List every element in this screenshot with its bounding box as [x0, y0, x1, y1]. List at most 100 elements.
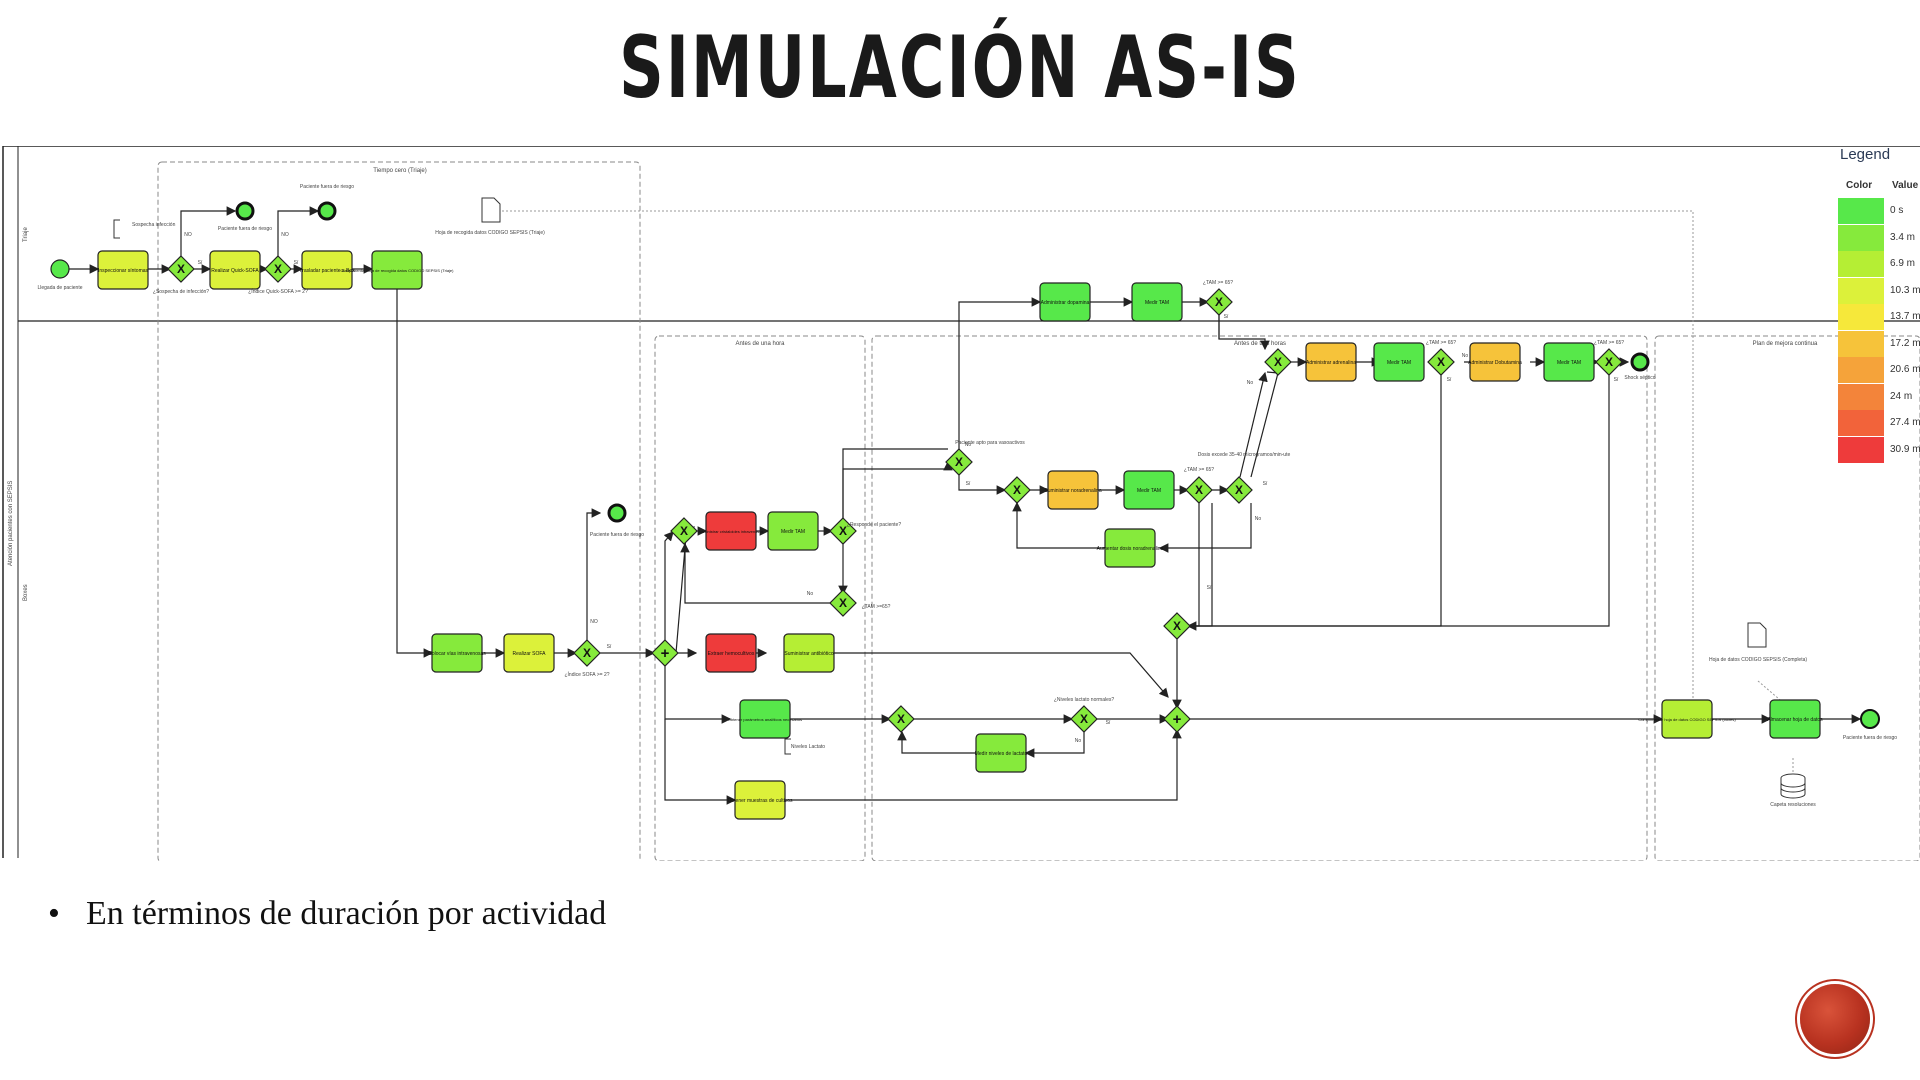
- svg-text:X: X: [1013, 483, 1021, 497]
- gateway-parallel-join: +: [1163, 705, 1191, 733]
- svg-text:Hoja de datos CODIGO SEPSIS (C: Hoja de datos CODIGO SEPSIS (Completa): [1709, 657, 1807, 663]
- events: [50, 201, 1880, 729]
- gateway-responde: X: [829, 517, 857, 545]
- legend-row: 17.2 m: [1838, 330, 1920, 357]
- svg-text:Shock séptico: Shock séptico: [1624, 375, 1655, 381]
- legend-swatch: [1838, 224, 1884, 251]
- task-label: Medir TAM: [1387, 360, 1411, 366]
- svg-text:X: X: [1605, 355, 1613, 369]
- task-label: Suministrar noradrenalina: [1044, 488, 1101, 494]
- legend-row: 0 s: [1838, 198, 1920, 224]
- task-medir-tam-3: [1123, 470, 1175, 510]
- svg-text:Paciente fuera de riesgo: Paciente fuera de riesgo: [300, 184, 354, 190]
- legend-title: Legend: [1840, 146, 1891, 163]
- task-antibiotico: [783, 633, 835, 673]
- task-almacenar: [1769, 699, 1821, 739]
- end-event-final: [1860, 709, 1880, 729]
- svg-text:Sí: Sí: [294, 260, 299, 266]
- legend-swatch: [1838, 357, 1884, 383]
- lane-boxes-label: Boxes: [23, 584, 29, 601]
- legend-row: 20.6 m: [1838, 357, 1920, 383]
- legend-row: 10.3 m: [1838, 277, 1920, 304]
- bullet-dot-icon: •: [48, 895, 60, 932]
- task-medir-tam-2: [1131, 282, 1183, 322]
- pool: Atención pacientes con SEPSIS Triaje Box…: [2, 146, 1920, 858]
- task-inspeccionar: [97, 250, 149, 290]
- legend-swatch: [1838, 198, 1884, 224]
- task-label: Obtener muestras de cultivos: [727, 798, 793, 804]
- svg-text:X: X: [583, 646, 591, 660]
- task-labels: Inspeccionar síntomas Realizar Quick-SOF…: [98, 268, 1823, 804]
- svg-text:No: No: [1255, 516, 1262, 522]
- database-icon: [1780, 773, 1806, 799]
- svg-text:NO: NO: [590, 619, 598, 625]
- legend-value: 17.2 m: [1890, 337, 1920, 349]
- svg-text:Sí: Sí: [1263, 481, 1268, 487]
- svg-text:X: X: [1235, 483, 1243, 497]
- task-trasladar: [301, 250, 353, 290]
- svg-text:Sí: Sí: [1614, 377, 1619, 383]
- logo-icon: [1800, 984, 1870, 1054]
- task-label: Colocar vías intravenosas: [428, 651, 486, 657]
- svg-text:Paciente fuera de riesgo: Paciente fuera de riesgo: [1843, 735, 1897, 741]
- svg-text:X: X: [274, 262, 282, 276]
- gateway-niveles: X: [1070, 705, 1098, 733]
- task-label: Obtener parámetros analíticos necesarios: [728, 717, 802, 722]
- svg-text:X: X: [1173, 619, 1181, 633]
- gateway-merge-3: X: [1264, 348, 1292, 376]
- svg-text:Sí: Sí: [607, 644, 612, 650]
- legend-value: 0 s: [1890, 205, 1904, 216]
- gateway-dosis: X: [1225, 476, 1253, 504]
- svg-text:X: X: [1195, 483, 1203, 497]
- gateway-tam3: X: [1185, 476, 1213, 504]
- svg-text:No: No: [1247, 380, 1254, 386]
- task-label: Medir TAM: [1137, 488, 1161, 494]
- svg-text:¿TAM >= 65?: ¿TAM >= 65?: [1184, 467, 1214, 473]
- bullet-text: En términos de duración por actividad: [86, 895, 607, 932]
- task-quick-sofa: [209, 250, 261, 290]
- task-cultivos: [734, 780, 786, 820]
- svg-text:¿Sospecha de infección?: ¿Sospecha de infección?: [153, 289, 209, 295]
- legend-row: 30.9 m: [1838, 436, 1920, 463]
- task-label: Medir TAM: [1557, 360, 1581, 366]
- svg-text:X: X: [1437, 355, 1445, 369]
- legend-value-header: Value: [1892, 180, 1919, 191]
- gateway-tam4: X: [1427, 348, 1455, 376]
- svg-text:Sí: Sí: [198, 260, 203, 266]
- svg-text:¿Responde el paciente?: ¿Responde el paciente?: [847, 522, 901, 528]
- svg-text:X: X: [177, 262, 185, 276]
- gateways: X X X + X X X X X X X X X X X X X X +: [167, 255, 1623, 733]
- svg-text:¿Índice Quick-SOFA >= 2?: ¿Índice Quick-SOFA >= 2?: [248, 288, 308, 295]
- svg-text:Paciente fuera de riesgo: Paciente fuera de riesgo: [590, 532, 644, 538]
- svg-text:Sí: Sí: [1224, 314, 1229, 320]
- svg-text:Dosis excede 35-40 microgramos: Dosis excede 35-40 microgramos/min-ute: [1198, 452, 1291, 458]
- task-label: Administrar Dobutamina: [1468, 360, 1522, 366]
- gateway-sofa: X: [573, 639, 601, 667]
- svg-text:Niveles Lactato: Niveles Lactato: [791, 744, 825, 750]
- task-noradrenalina: [1047, 470, 1099, 510]
- task-label: Administrar dopamina: [1041, 300, 1090, 306]
- svg-text:Paciente fuera de riesgo: Paciente fuera de riesgo: [218, 226, 272, 232]
- task-parametros: [739, 699, 791, 739]
- annotations: Llegada de paciente Sospecha infección ¿…: [37, 184, 1897, 808]
- task-sofa: [503, 633, 555, 673]
- svg-text:¿Niveles lactato normales?: ¿Niveles lactato normales?: [1054, 697, 1115, 703]
- legend-row: 24 m: [1838, 383, 1920, 410]
- svg-text:¿TAM >= 65?: ¿TAM >= 65?: [1203, 280, 1233, 286]
- gateway-merge-1: X: [670, 517, 698, 545]
- legend-swatch: [1838, 304, 1884, 330]
- svg-text:No: No: [1462, 353, 1469, 359]
- task-hemocultivos: [705, 633, 757, 673]
- svg-text:Sí: Sí: [966, 481, 971, 487]
- task-label: Trasladar paciente a Box: [299, 268, 355, 274]
- legend-color-header: Color: [1846, 180, 1873, 191]
- legend-swatch: [1838, 251, 1884, 277]
- task-label: Medir TAM: [781, 529, 805, 535]
- group-antes-tres-horas: Antes de tres horas: [1234, 341, 1286, 347]
- legend-value: 6.9 m: [1890, 258, 1916, 269]
- legend-value: 13.7 m: [1890, 311, 1920, 322]
- svg-text:¿TAM >= 65?: ¿TAM >= 65?: [1426, 340, 1456, 346]
- svg-text:X: X: [897, 712, 905, 726]
- task-label: Extraer hemocultivos: [708, 651, 755, 657]
- svg-text:NO: NO: [281, 232, 289, 238]
